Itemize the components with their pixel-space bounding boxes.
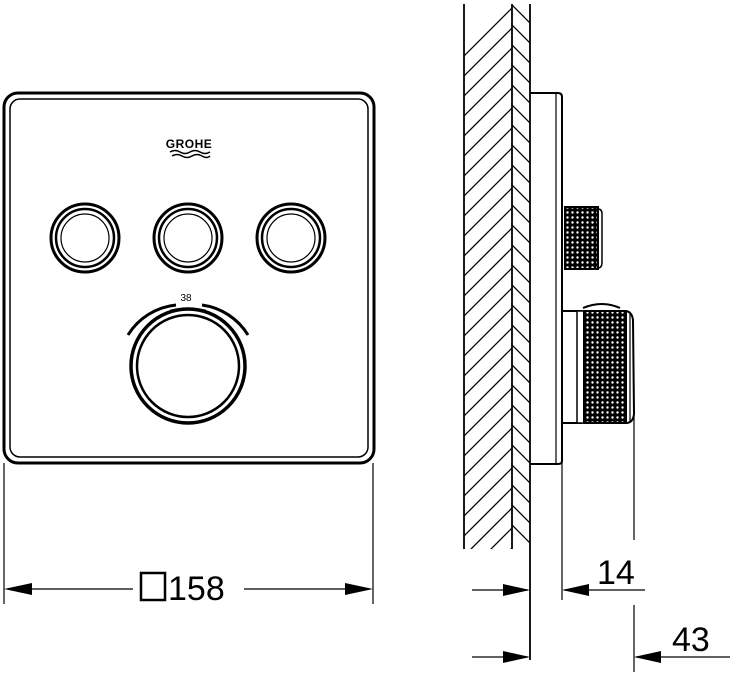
faceplate-profile: [530, 92, 563, 600]
width-dimension: 158: [3, 463, 374, 608]
depth-value-43: 43: [672, 621, 710, 659]
thermostat-dial: 38: [126, 293, 250, 425]
svg-text:GROHE: GROHE: [166, 137, 213, 151]
wall-section: [463, 4, 531, 660]
side-view: 14 43: [463, 4, 730, 672]
depth-value-14: 14: [597, 554, 635, 592]
push-button-2: [152, 202, 224, 274]
grohe-logo: GROHE: [166, 137, 213, 159]
front-view: GROHE 38: [2, 91, 376, 608]
faceplate-outer: [2, 91, 376, 465]
depth-dimension-14: 14: [472, 554, 645, 596]
faceplate-inner: [9, 98, 369, 458]
depth-dimension-43: 43: [472, 605, 730, 672]
square-symbol-icon: [139, 571, 167, 602]
button-knob-profile: [564, 206, 603, 270]
push-button-3: [255, 202, 327, 274]
width-value: 158: [168, 570, 225, 608]
push-button-1: [49, 202, 121, 274]
temperature-mark-38: 38: [180, 293, 192, 304]
thermostat-knob-profile: [562, 303, 636, 540]
